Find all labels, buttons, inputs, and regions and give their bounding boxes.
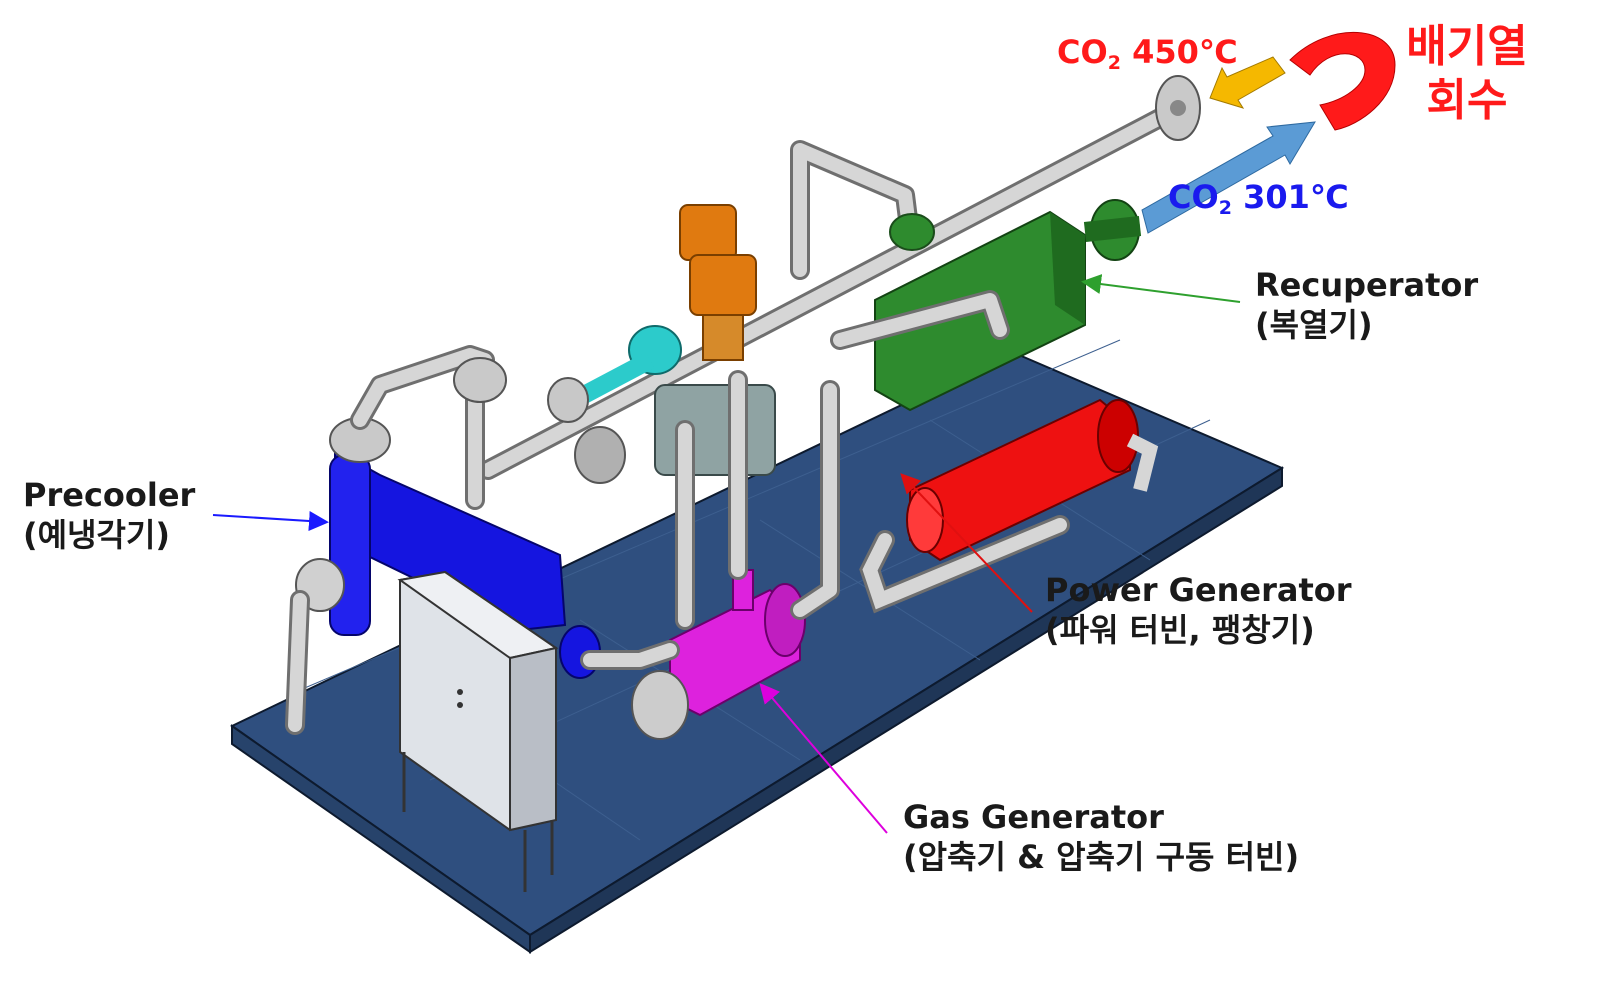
heat-recovery-arrows bbox=[1141, 31, 1396, 234]
co2-outlet-prefix: CO bbox=[1057, 33, 1108, 71]
co2-inlet-temp: 301℃ bbox=[1243, 178, 1349, 216]
recuperator-korean: (복열기) bbox=[1255, 306, 1373, 344]
power-generator-label: Power Generator (파워 터빈, 팽창기) bbox=[1045, 570, 1352, 650]
precooler-leader bbox=[212, 511, 329, 531]
co2-inlet-prefix: CO bbox=[1168, 178, 1219, 216]
heat-recovery-line2: 회수 bbox=[1426, 75, 1508, 126]
co2-outlet-label: CO2 450℃ bbox=[1057, 33, 1238, 74]
control-cabinet bbox=[397, 570, 559, 892]
recuperator-leader bbox=[1081, 274, 1241, 303]
precooler-label: Precooler (예냉각기) bbox=[23, 475, 195, 555]
power-generator-korean: (파워 터빈, 팽창기) bbox=[1045, 611, 1315, 649]
heat-recovery-u-arrow bbox=[1289, 31, 1396, 131]
power-generator-name: Power Generator bbox=[1045, 571, 1352, 609]
co2-inlet-arrow bbox=[1141, 121, 1316, 234]
gas-generator-korean: (압축기 & 압축기 구동 터빈) bbox=[903, 838, 1300, 876]
center-pipes bbox=[580, 290, 1010, 670]
main-pipe bbox=[478, 75, 1201, 480]
recuperator-label: Recuperator (복열기) bbox=[1255, 265, 1478, 345]
co2-inlet-label: CO2 301℃ bbox=[1168, 178, 1349, 219]
gas-generator-unit bbox=[631, 569, 806, 740]
recuperator-name: Recuperator bbox=[1255, 266, 1479, 304]
upper-loop-pipe bbox=[790, 140, 935, 280]
co2-outlet-sub: 2 bbox=[1107, 52, 1121, 74]
leader-lines bbox=[212, 274, 1241, 834]
gas-generator-leader bbox=[759, 682, 888, 834]
gas-generator-name: Gas Generator bbox=[903, 798, 1164, 836]
precooler-unit bbox=[295, 417, 601, 679]
co2-inlet-sub: 2 bbox=[1218, 197, 1232, 219]
power-generator-leader bbox=[900, 473, 1033, 613]
power-generator-unit bbox=[859, 398, 1159, 614]
co2-outlet-arrow bbox=[1209, 56, 1286, 109]
co2-outlet-temp: 450℃ bbox=[1132, 33, 1238, 71]
heat-recovery-label: 배기열 회수 bbox=[1392, 20, 1542, 128]
precooler-name: Precooler bbox=[23, 476, 196, 514]
precooler-korean: (예냉각기) bbox=[23, 516, 171, 554]
gas-generator-label: Gas Generator (압축기 & 압축기 구동 터빈) bbox=[903, 797, 1299, 877]
left-pipes bbox=[285, 345, 507, 735]
heat-recovery-line1: 배기열 bbox=[1406, 21, 1528, 72]
